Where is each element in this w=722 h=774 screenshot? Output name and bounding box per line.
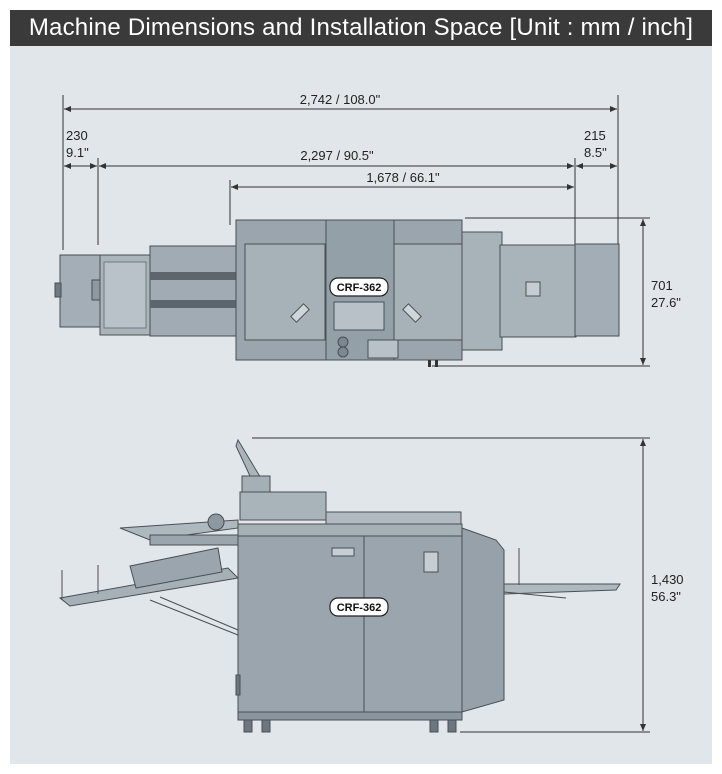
top-view: 2,742 / 108.0" 230 9.1" 2,297 / 90.5" 21… [54,92,681,367]
model-label-side: CRF-362 [337,602,382,614]
model-label-top: CRF-362 [337,282,382,294]
model-badge-side [329,597,389,617]
side-view: 1,430 56.3" [58,437,684,733]
top-view-extension-lines [62,95,650,367]
dim-right-space-mm: 215 [584,128,606,143]
machine-side-view [58,438,621,733]
machine-top-view [54,219,620,367]
stacker-tray [574,243,620,337]
delivery-unit-side [461,527,505,713]
dim-body-length-label: 1,678 / 66.1" [366,170,440,185]
dim-height-mm: 1,430 [651,572,684,587]
dim-overall-label: 2,742 / 108.0" [300,92,381,107]
page-title: Machine Dimensions and Installation Spac… [10,10,712,46]
dim-machine-length-label: 2,297 / 90.5" [300,148,374,163]
feed-table [149,245,239,337]
dim-height-in: 56.3" [651,589,681,604]
side-view-extension-lines [252,437,650,733]
model-badge-top [329,277,389,297]
upper-unit [239,491,327,521]
dim-right-space-in: 8.5" [584,145,607,160]
dim-depth-mm: 701 [651,278,673,293]
dim-left-space-mm: 230 [66,128,88,143]
delivery-unit [461,231,503,351]
delivery-tray [503,583,621,595]
dim-depth-in: 27.6" [651,295,681,310]
dim-left-space-in: 9.1" [66,145,89,160]
